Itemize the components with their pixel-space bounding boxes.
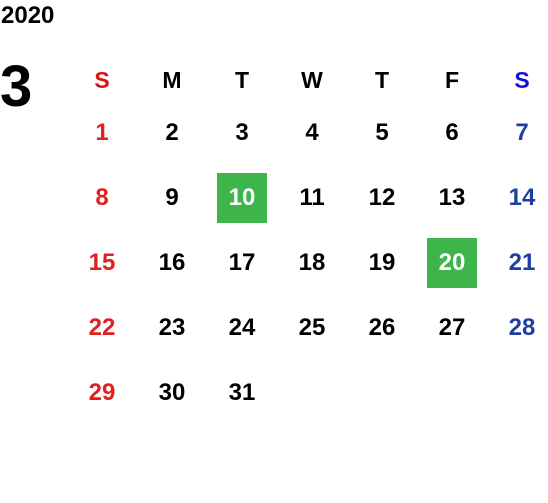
highlighted-day-badge: 10 (217, 172, 267, 223)
week-row: 15 16 17 18 19 20 21 (67, 230, 548, 295)
day-cell[interactable]: 15 (88, 248, 116, 276)
calendar-month: 3 (0, 54, 33, 119)
day-cell-highlighted[interactable]: 20 (417, 237, 487, 288)
day-cell[interactable]: 24 (228, 313, 256, 341)
day-cell[interactable]: 13 (438, 183, 466, 211)
day-cell[interactable]: 8 (95, 183, 109, 211)
day-cell-empty (277, 368, 347, 418)
day-cell[interactable]: 3 (235, 118, 249, 146)
day-cell[interactable]: 1 (95, 118, 109, 146)
week-row: 1 2 3 4 5 6 7 (67, 100, 548, 165)
day-cell[interactable]: 5 (375, 118, 389, 146)
day-cell[interactable]: 19 (368, 248, 396, 276)
week-row: 22 23 24 25 26 27 28 (67, 295, 548, 360)
day-cell[interactable]: 4 (305, 118, 319, 146)
day-cell[interactable]: 2 (165, 118, 179, 146)
day-cell[interactable]: 9 (165, 183, 179, 211)
day-cell[interactable]: 18 (298, 248, 326, 276)
highlighted-day-badge: 20 (427, 237, 477, 288)
day-cell-empty (487, 368, 548, 418)
weekday-header-friday: F (444, 66, 460, 93)
day-cell[interactable]: 14 (508, 183, 536, 211)
weekday-header-row: S M T W T F S (67, 60, 548, 100)
day-cell[interactable]: 28 (508, 313, 536, 341)
weekday-header-monday: M (162, 66, 182, 93)
day-cell[interactable]: 12 (368, 183, 396, 211)
weekday-header-saturday: S (514, 66, 530, 93)
day-cell[interactable]: 23 (158, 313, 186, 341)
weekday-header-tuesday: T (234, 66, 250, 93)
day-cell[interactable]: 26 (368, 313, 396, 341)
day-cell[interactable]: 21 (508, 248, 536, 276)
day-cell[interactable]: 31 (228, 378, 256, 406)
day-cell[interactable]: 11 (299, 183, 325, 211)
calendar-year: 2020 (1, 2, 55, 29)
day-cell[interactable]: 27 (438, 313, 466, 341)
day-cell-empty (347, 368, 417, 418)
day-cell[interactable]: 16 (158, 248, 186, 276)
week-row: 8 9 10 11 12 13 14 (67, 165, 548, 230)
day-cell-empty (417, 368, 487, 418)
weekday-header-sunday: S (94, 66, 110, 93)
day-cell-highlighted[interactable]: 10 (207, 172, 277, 223)
day-cell[interactable]: 30 (158, 378, 186, 406)
day-cell[interactable]: 29 (88, 378, 116, 406)
week-row: 29 30 31 (67, 360, 548, 425)
day-cell[interactable]: 22 (88, 313, 116, 341)
calendar-grid: S M T W T F S 1 2 3 4 5 6 7 8 9 10 11 12… (67, 60, 548, 425)
day-cell[interactable]: 25 (298, 313, 326, 341)
day-cell[interactable]: 6 (445, 118, 459, 146)
day-cell[interactable]: 7 (515, 118, 529, 146)
weekday-header-thursday: T (374, 66, 390, 93)
day-cell[interactable]: 17 (228, 248, 256, 276)
weekday-header-wednesday: W (301, 66, 323, 93)
